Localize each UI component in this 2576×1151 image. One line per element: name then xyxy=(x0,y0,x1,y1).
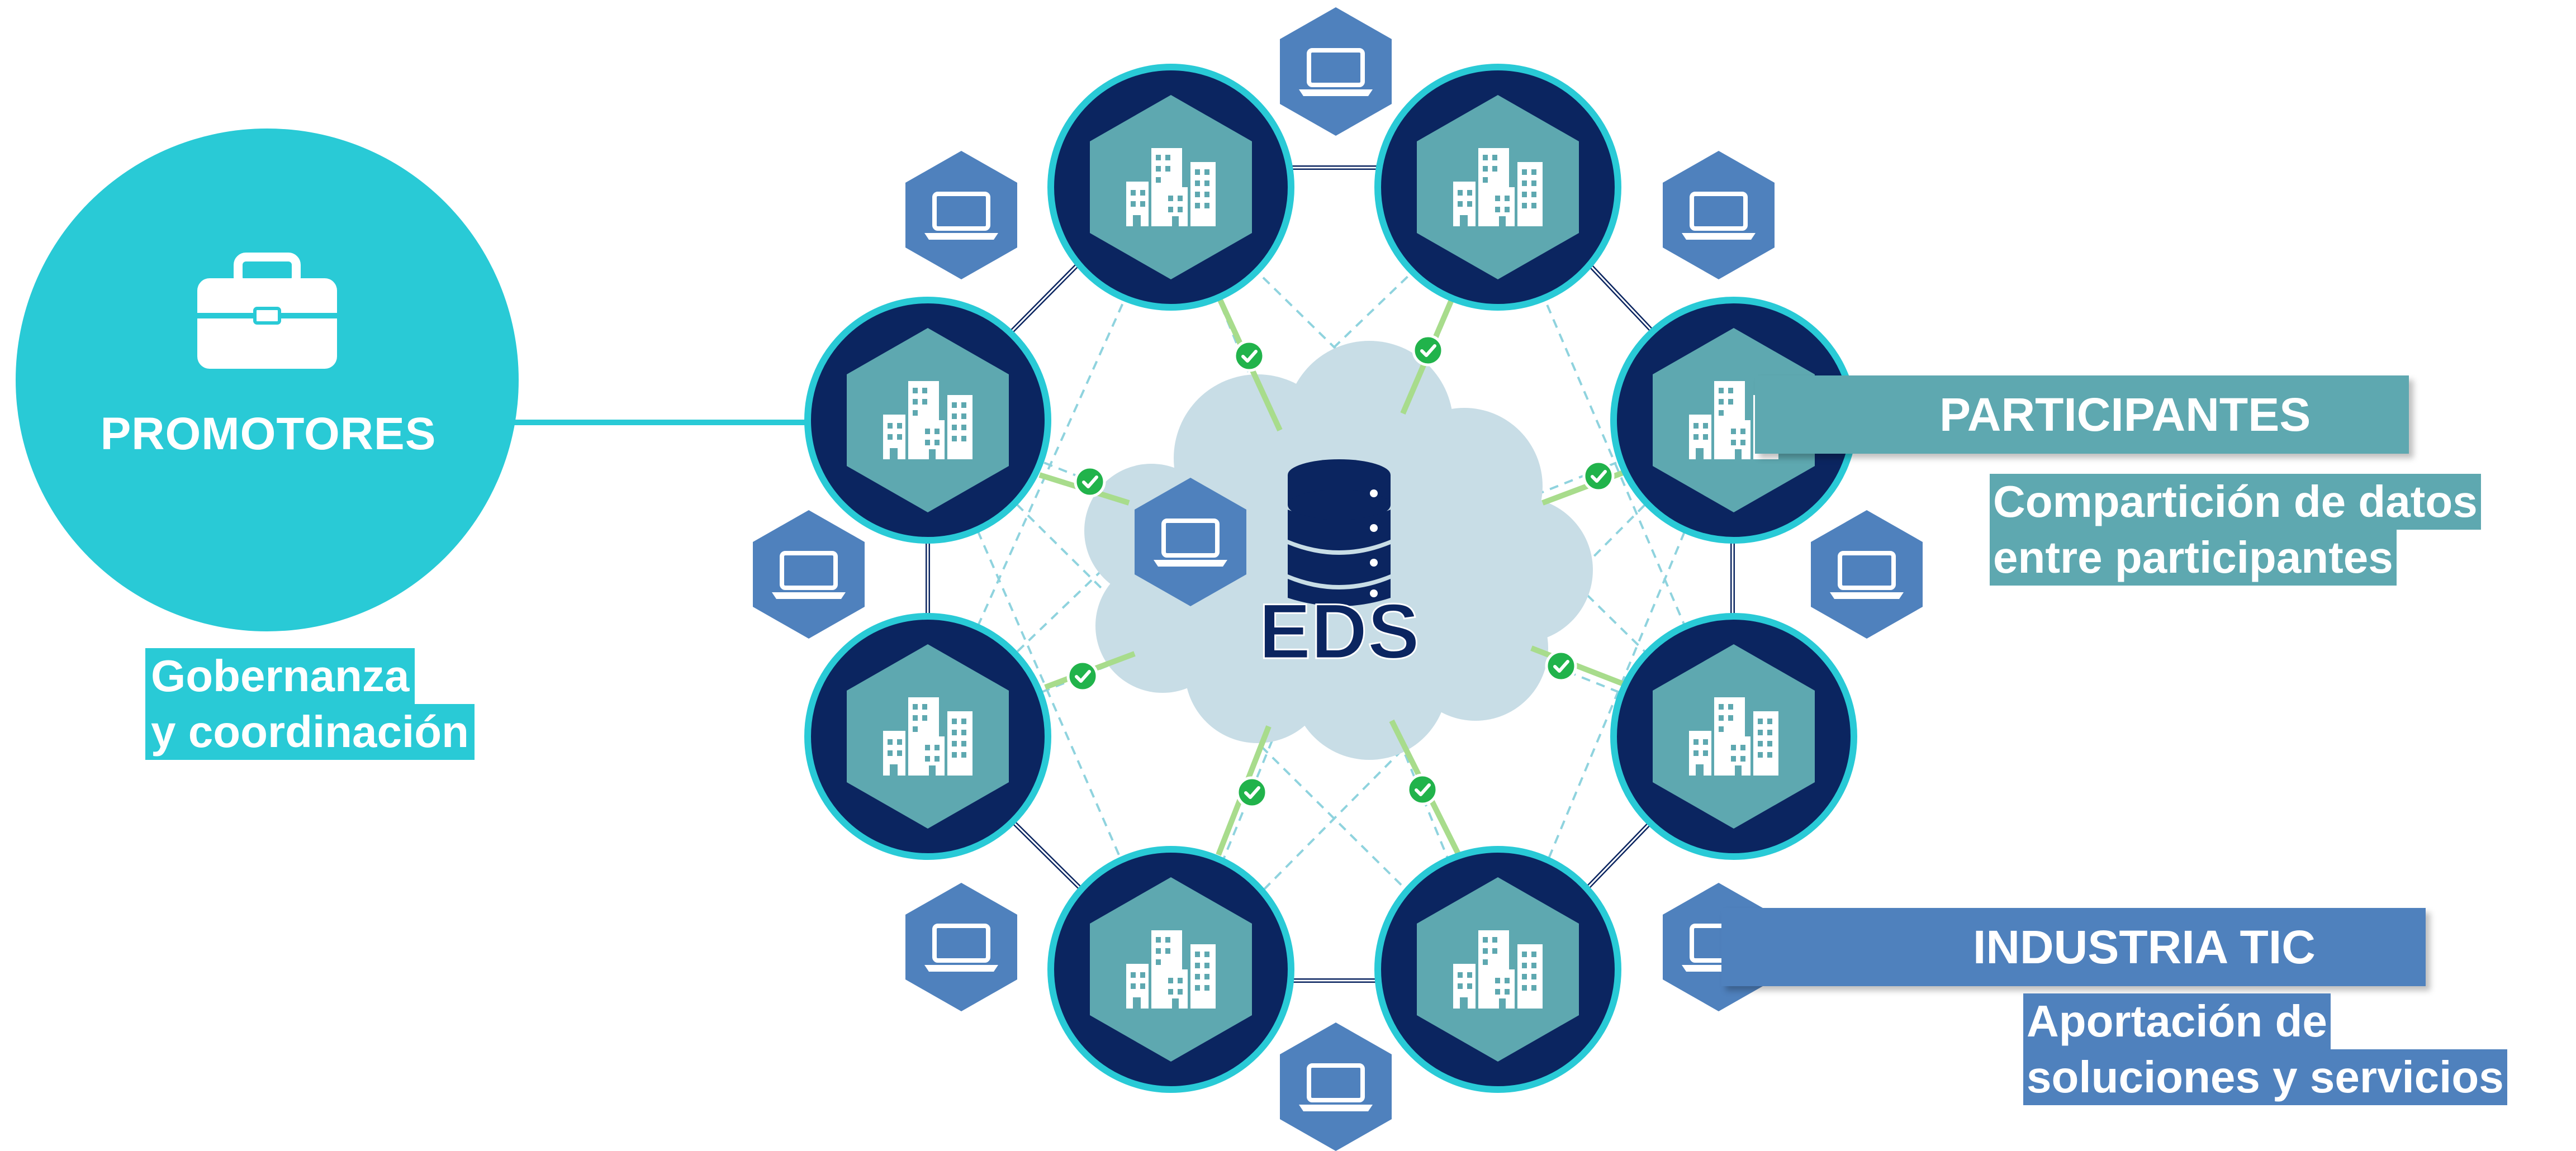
promotores-title: PROMOTORES xyxy=(100,408,437,459)
check-icon xyxy=(1235,341,1264,370)
participantes-desc-line1: Compartición de datos xyxy=(1990,474,2481,530)
check-icon xyxy=(1413,336,1443,365)
check-icon xyxy=(1408,775,1437,804)
check-icon xyxy=(1068,662,1097,691)
check-icon xyxy=(1237,778,1266,807)
check-icon xyxy=(1075,467,1104,496)
participant-nodes xyxy=(804,64,1857,1093)
cloud-shape xyxy=(1084,341,1593,760)
participantes-desc-line2: entre participantes xyxy=(1990,530,2397,586)
briefcase-icon xyxy=(197,253,337,369)
check-icon xyxy=(1584,462,1613,491)
eds-label: EDS xyxy=(1259,587,1420,675)
database-icon xyxy=(1288,459,1391,606)
promotores-desc-line1: Gobernanza xyxy=(145,648,415,704)
participantes-header: PARTICIPANTES xyxy=(1755,375,2409,454)
industria-desc-line1: Aportación de xyxy=(2023,993,2331,1049)
promotores-desc-line2: y coordinación xyxy=(145,704,475,760)
promotores-circle xyxy=(16,129,519,631)
check-icon xyxy=(1546,651,1576,681)
industria-desc-line2: soluciones y servicios xyxy=(2023,1049,2507,1105)
laptop-nodes xyxy=(753,7,1923,1151)
industria-header: INDUSTRIA TIC xyxy=(1721,908,2426,986)
